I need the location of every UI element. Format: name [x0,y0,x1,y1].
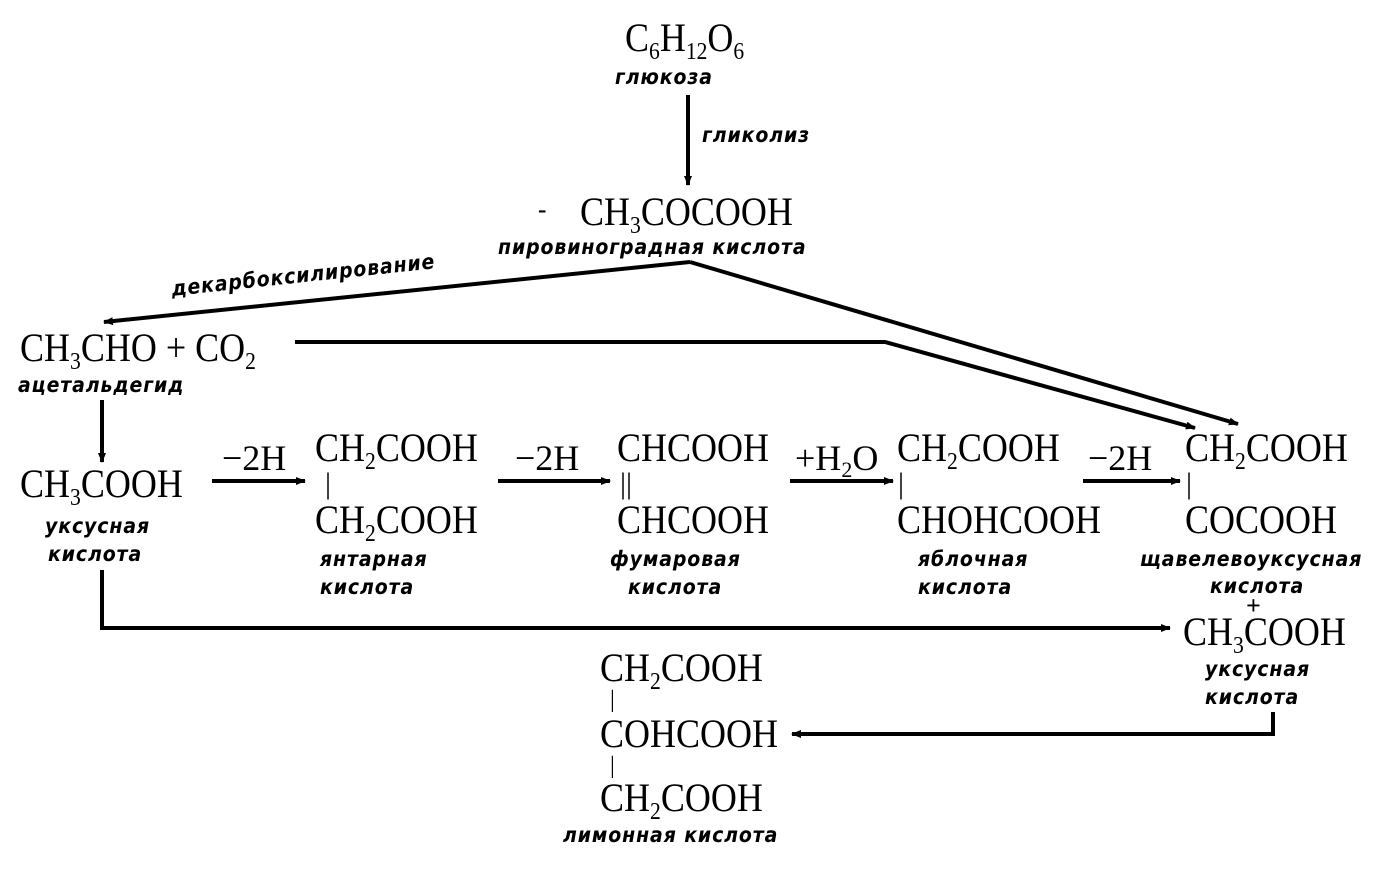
formula-text: CH [897,425,948,470]
citric-bottom: CH2COOH [600,775,763,825]
oxaloacetic-label-2: кислота [1210,574,1305,598]
formula-text: CH [1185,425,1236,470]
formula-text: H [659,15,686,60]
formula-text: COOH [375,497,478,542]
oxaloacetic-label-1: щавелевоуксусная [1140,547,1363,571]
formula-text: COHCOOH [600,711,779,756]
co2-to-oxaloacetate-arrow [295,340,1196,430]
pyruvic-label: пировиноградная кислота [498,235,807,259]
acetaldehyde-label: ацетальдегид [18,373,185,397]
acetaldehyde-formula: CH3CHO + CO2 [20,325,256,375]
pyruvic-formula: CH3COCOOH [580,189,793,239]
citric-bond-1: | [610,687,615,713]
formula-subscript: 3 [630,213,641,239]
formula-subscript: 6 [649,39,660,65]
pyruvate-to-oxaloacetate-arrow [689,260,1239,426]
citric-mid: COHCOOH [600,714,778,754]
formula-text: CHO + CO [80,325,246,370]
oxaloacetic-bottom: COCOOH [1185,500,1337,540]
fumaric-label-2: кислота [628,575,723,599]
formula-text: +H [795,438,842,478]
glucose-formula: C6H12O6 [625,15,744,65]
succinic-bottom: CH2COOH [315,497,478,547]
malic-top: CH2COOH [897,425,1060,475]
step1-label: −2H [222,438,287,478]
citric-label: лимонная кислота [563,823,779,847]
formula-text: CH [20,325,71,370]
succinic-label-2: кислота [320,575,415,599]
formula-text: C [625,15,650,60]
acetic2-formula: CH3COOH [1183,609,1346,659]
formula-subscript: 2 [947,449,958,475]
fumaric-bottom: CHCOOH [617,500,769,540]
formula-subscript: 12 [685,39,708,65]
malic-bond: | [898,467,905,500]
formula-subscript: 2 [365,521,376,547]
malic-bottom: CHOHCOOH [897,500,1101,540]
formula-subscript: 2 [650,669,661,695]
fumaric-label-1: фумаровая [610,547,741,571]
formula-text: CH [315,425,366,470]
acetic-formula: CH3COOH [20,461,183,511]
formula-subscript: 2 [365,449,376,475]
formula-text: COOH [1245,425,1348,470]
citric-top: CH2COOH [600,645,763,695]
decarboxylation-arrow [103,260,691,326]
formula-text: CH [600,775,651,820]
formula-text: COOH [375,425,478,470]
formula-subscript: 3 [70,349,81,375]
formula-text: COCOOH [640,189,793,234]
formula-text: CH [20,461,71,506]
succinic-top: CH2COOH [315,425,478,475]
step2-label: −2H [515,438,580,478]
formula-text: CH [580,189,631,234]
formula-subscript: 2 [841,457,853,482]
acetic-label-1: уксусная [45,514,151,538]
acetic-label-2: кислота [48,542,143,566]
to-citric-arrow [791,712,1275,738]
step4-label: −2H [1088,438,1153,478]
formula-text: COOH [80,461,183,506]
formula-text: CHCOOH [617,497,770,542]
formula-subscript: 2 [245,349,256,375]
glycolysis-label: гликолиз [702,123,811,147]
succinic-bond: | [325,467,332,500]
formula-subscript: 2 [650,799,661,825]
malic-label-1: яблочная [918,547,1029,571]
formula-text: COOH [660,775,763,820]
oxaloacetic-bond: | [1186,467,1193,500]
formula-text: CH [1183,609,1234,654]
formula-text: COOH [1243,609,1346,654]
formula-subscript: 3 [70,485,81,511]
formula-text: COOH [660,645,763,690]
formula-text: CHCOOH [617,425,770,470]
fumaric-top: CHCOOH [617,428,769,468]
acetic2-label-1: уксусная [1205,657,1311,681]
formula-subscript: 6 [733,39,745,65]
acetic2-label-2: кислота [1205,685,1300,709]
formula-text: CH [600,645,651,690]
oxaloacetic-top: CH2COOH [1185,425,1348,475]
formula-subscript: 3 [1233,633,1244,659]
formula-subscript: 2 [1235,449,1246,475]
malic-label-2: кислота [918,575,1013,599]
pyruvic-dash: - [538,194,547,225]
citric-bond-2: | [610,753,615,779]
glucose-label: глюкоза [615,65,713,89]
formula-text: O [852,438,879,478]
formula-text: COOH [957,425,1060,470]
formula-text: COCOOH [1185,497,1338,542]
succinic-label-1: янтарная [320,547,428,571]
step3-label: +H2O [795,438,879,481]
acetic-bypass-arrow [100,570,1171,632]
fumaric-bond: || [620,467,633,500]
formula-text: O [707,15,734,60]
formula-text: CHOHCOOH [897,497,1102,542]
formula-text: CH [315,497,366,542]
